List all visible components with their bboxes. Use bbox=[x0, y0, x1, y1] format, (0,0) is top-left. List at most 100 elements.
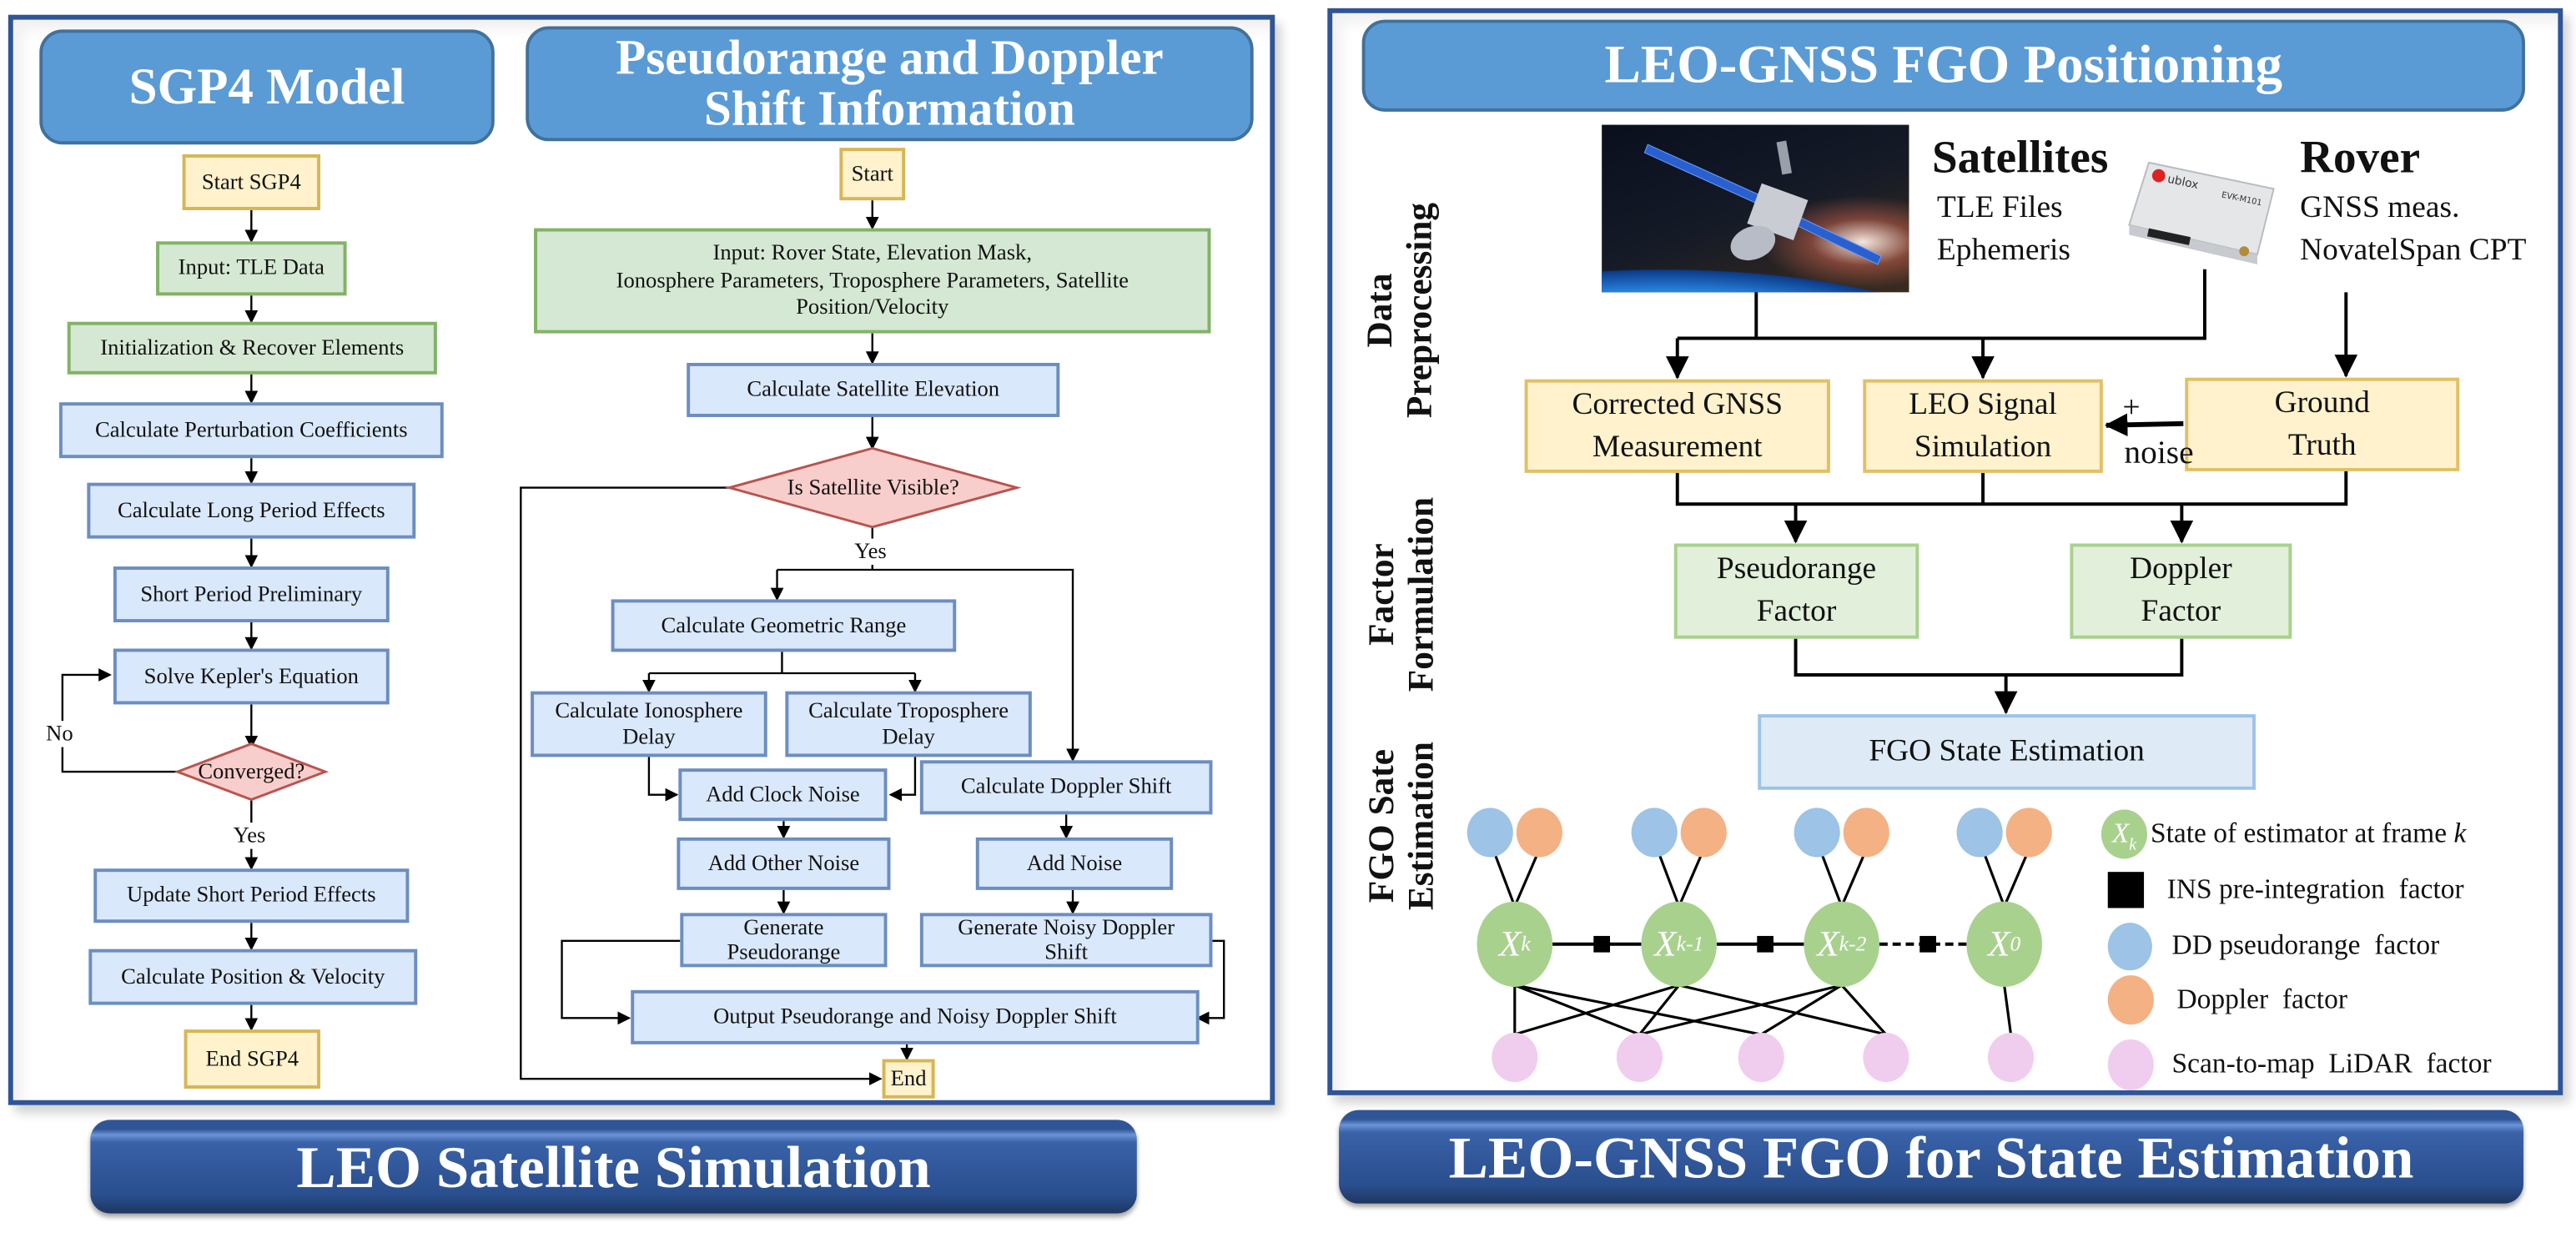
doppler-factor-icon bbox=[2107, 975, 2154, 1025]
fgo-state-estimation-banner: LEO-GNSS FGO for State Estimation bbox=[1339, 1110, 2523, 1204]
clock-noise-text: Add Clock Noise bbox=[706, 781, 860, 806]
plus-sign: + bbox=[2122, 390, 2141, 425]
pseudorange-factor-line2: Factor bbox=[1756, 594, 1837, 629]
legend-lidar-text: Scan-to-map LiDAR factor bbox=[2171, 1047, 2492, 1079]
state-node bbox=[1804, 901, 1879, 987]
ground-truth-line1: Ground bbox=[2274, 385, 2370, 420]
add-noise-text: Add Noise bbox=[1026, 849, 1123, 875]
ins-factor-square bbox=[1593, 935, 1611, 953]
novatel-text: NovatelSpan CPT bbox=[2300, 232, 2527, 268]
lidar-edge bbox=[1678, 984, 1887, 1036]
end-box: End bbox=[882, 1059, 935, 1099]
visible-label: Is Satellite Visible? bbox=[787, 474, 959, 500]
lidar-factor-node bbox=[1738, 1033, 1784, 1083]
yes-label-sgp4: Yes bbox=[233, 823, 266, 849]
leo-signal-box: LEO Signal Simulation bbox=[1863, 379, 2103, 473]
position-velocity-box: Calculate Position & Velocity bbox=[88, 949, 418, 1005]
input-tle-box: Input: TLE Data bbox=[156, 241, 347, 296]
yes-label-visible: Yes bbox=[854, 538, 887, 566]
ins-factor-icon bbox=[2107, 872, 2145, 908]
start-sgp4-text: Start SGP4 bbox=[201, 168, 301, 194]
doppler-factor-node bbox=[1680, 808, 1727, 858]
geometric-range-box: Calculate Geometric Range bbox=[611, 599, 957, 652]
rover-device-photo: ublox EVK-M101 bbox=[2122, 153, 2280, 268]
generate-doppler-line-1: Generate Noisy Doppler bbox=[958, 913, 1175, 939]
ionosphere-line-2: Delay bbox=[622, 724, 676, 749]
ionosphere-box: Calculate Ionosphere Delay bbox=[531, 691, 767, 757]
ephemeris-text: Ephemeris bbox=[1936, 232, 2070, 268]
end-sgp4-box: End SGP4 bbox=[184, 1029, 321, 1089]
short-period-prelim-text: Short Period Preliminary bbox=[140, 580, 363, 606]
position-velocity-text: Calculate Position & Velocity bbox=[121, 963, 385, 989]
troposphere-line-1: Calculate Troposphere bbox=[808, 698, 1009, 724]
doppler-shift-text: Calculate Doppler Shift bbox=[960, 773, 1172, 798]
end-sgp4-text: End SGP4 bbox=[205, 1044, 299, 1070]
state-node-icon: Xk bbox=[2101, 809, 2148, 859]
input-tle-text: Input: TLE Data bbox=[178, 254, 325, 279]
satellite-icon bbox=[1643, 140, 1882, 265]
state-node bbox=[1966, 901, 2042, 987]
input-line-1: Input: Rover State, Elevation Mask, bbox=[712, 239, 1032, 264]
satellite-photo bbox=[1602, 124, 1909, 293]
gnss-receiver-icon: ublox EVK-M101 bbox=[2128, 161, 2275, 264]
other-noise-box: Add Other Noise bbox=[677, 837, 891, 890]
start-sgp4-box: Start SGP4 bbox=[182, 154, 321, 210]
lidar-factor-node bbox=[1492, 1033, 1538, 1083]
initialization-box: Initialization & Recover Elements bbox=[67, 321, 437, 375]
elevation-text: Calculate Satellite Elevation bbox=[747, 375, 1000, 401]
pseudorange-header-line1: Pseudorange and Doppler bbox=[616, 30, 1164, 85]
legend-state-sub: k bbox=[2129, 836, 2137, 855]
lidar-edge bbox=[1840, 984, 1888, 1036]
output-box: Output Pseudorange and Noisy Doppler Shi… bbox=[631, 989, 1200, 1044]
ionosphere-line-1: Calculate Ionosphere bbox=[555, 698, 743, 724]
update-short-period-box: Update Short Period Effects bbox=[93, 868, 410, 923]
legend-pseudorange-text: DD pseudorange factor bbox=[2171, 929, 2440, 961]
doppler-shift-box: Calculate Doppler Shift bbox=[919, 760, 1213, 815]
pseudorange-header-line2: Shift Information bbox=[704, 82, 1075, 137]
leo-signal-line1: LEO Signal bbox=[1909, 387, 2057, 422]
generate-pseudorange-line-2: Pseudorange bbox=[727, 938, 841, 964]
pseudorange-header: Pseudorange and Doppler Shift Informatio… bbox=[526, 26, 1254, 142]
initialization-text: Initialization & Recover Elements bbox=[100, 334, 405, 360]
end-text: End bbox=[890, 1064, 927, 1090]
corrected-gnss-line2: Measurement bbox=[1592, 429, 1763, 465]
visible-text: Is Satellite Visible? bbox=[729, 448, 1017, 526]
legend-item-state: Xk State of estimator at frame k bbox=[2101, 808, 2466, 860]
short-period-prelim-box: Short Period Preliminary bbox=[113, 566, 390, 622]
ground-truth-line2: Truth bbox=[2287, 427, 2357, 463]
clock-noise-box: Add Clock Noise bbox=[678, 768, 888, 822]
input-params-box: Input: Rover State, Elevation Mask, Iono… bbox=[534, 228, 1211, 334]
geometric-range-text: Calculate Geometric Range bbox=[661, 611, 907, 637]
start-text: Start bbox=[851, 160, 893, 185]
long-period-box: Calculate Long Period Effects bbox=[87, 482, 416, 539]
pseudorange-factor-box: Pseudorange Factor bbox=[1673, 543, 1919, 639]
ins-factor-square bbox=[1757, 935, 1774, 953]
lidar-edge bbox=[1514, 984, 1680, 1036]
no-label: No bbox=[46, 721, 73, 747]
lidar-edge bbox=[1639, 984, 1843, 1036]
perturbation-text: Calculate Perturbation Coefficients bbox=[95, 416, 408, 441]
lidar-edge bbox=[2003, 984, 2013, 1035]
lidar-factor-node bbox=[1616, 1033, 1663, 1083]
fgo-state-text: FGO State Estimation bbox=[1869, 734, 2145, 769]
troposphere-box: Calculate Troposphere Delay bbox=[785, 691, 1032, 757]
leo-simulation-banner-text: LEO Satellite Simulation bbox=[296, 1134, 931, 1200]
doppler-factor-node bbox=[1843, 808, 1889, 858]
doppler-factor-line2: Factor bbox=[2141, 594, 2221, 629]
sgp4-header: SGP4 Model bbox=[39, 29, 495, 145]
pseudorange-factor-icon bbox=[2107, 922, 2152, 970]
lidar-edge bbox=[1514, 984, 1762, 1036]
input-line-2: Ionosphere Parameters, Troposphere Param… bbox=[616, 266, 1129, 292]
state-node bbox=[1477, 901, 1553, 987]
generate-pseudorange-box: Generate Pseudorange bbox=[680, 913, 888, 968]
perturbation-box: Calculate Perturbation Coefficients bbox=[58, 402, 444, 459]
doppler-factor-line1: Doppler bbox=[2130, 552, 2232, 587]
leo-simulation-banner: LEO Satellite Simulation bbox=[90, 1120, 1137, 1214]
rover-title: Rover bbox=[2300, 133, 2421, 184]
gnss-meas-text: GNSS meas. bbox=[2300, 190, 2460, 225]
fgo-positioning-header: LEO-GNSS FGO Positioning bbox=[1361, 19, 2525, 112]
lidar-edge bbox=[1514, 984, 1641, 1036]
